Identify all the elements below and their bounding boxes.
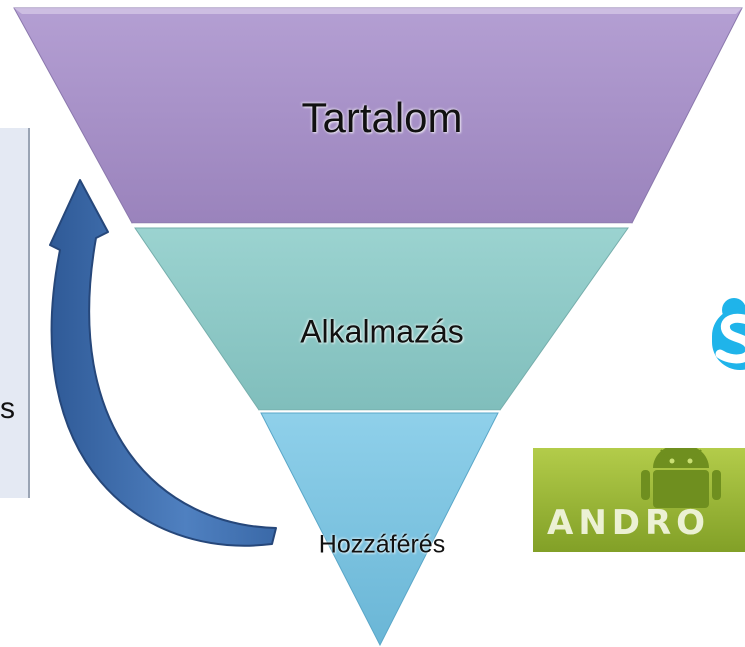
- layer-hozzaferes: [260, 412, 499, 647]
- side-panel: [0, 128, 30, 498]
- android-wordmark: ANDRO: [547, 503, 711, 543]
- skype-logo-icon: [712, 298, 745, 370]
- curved-arrow-icon: [49, 179, 277, 547]
- layer-label-tartalom: Tartalom: [301, 94, 463, 141]
- side-panel-text: s: [0, 392, 15, 425]
- layer-label-hozzaferes: Hozzáférés: [318, 530, 446, 559]
- layer-label-alkalmazas: Alkalmazás: [300, 313, 464, 350]
- android-robot-icon: [641, 448, 721, 508]
- android-logo: ANDRO: [533, 448, 745, 552]
